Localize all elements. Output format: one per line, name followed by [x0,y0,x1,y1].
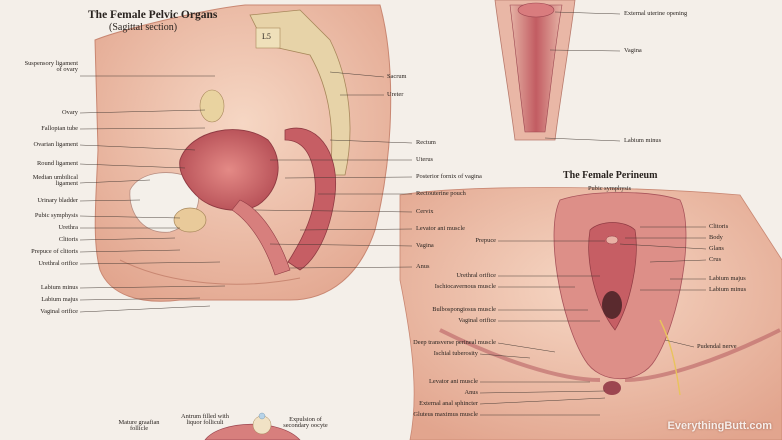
leader-vag-1 [549,49,621,52]
label-urinary-bladder: Urinary bladder [37,197,78,204]
leader-per-left-6 [479,353,531,359]
leader-sag-right-0 [329,71,385,78]
label-fallopian-tube: Fallopian tube [41,125,78,132]
label-urethral-orifice: Urethral orifice [38,260,78,267]
label-round-ligament: Round ligament [36,160,78,167]
label-anus: Anus [416,263,430,270]
leader-sag-left-3 [79,144,196,151]
label-crus: Crus [709,256,722,263]
leader-per-right-6 [664,339,695,348]
label-expulsion-oocyte: Expulsion of secondary oocyte [283,416,328,430]
leader-lines [79,11,707,416]
label-mature-graafian-follicle: Mature graafian follicle [118,419,160,433]
leader-sag-left-13 [79,297,201,301]
sagittal-illustration [94,4,392,302]
label-anus-perineum: Anus [464,389,479,396]
leader-sag-left-11 [79,261,221,265]
label-vaginal-orifice: Vaginal orifice [40,308,78,315]
label-cervix: Cervix [416,208,434,215]
label-labium-minus: Labium minus [40,284,78,291]
label-levator-ani-perineum: Levator ani muscle [429,378,478,385]
watermark: EverythingButt.com [667,420,772,432]
label-ovarian-ligament: Ovarian ligament [33,141,78,148]
leader-sag-left-2 [79,127,206,130]
leader-sag-left-6 [79,199,141,202]
leader-vag-0 [554,11,621,15]
label-labium-majus-perineum: Labium majus [709,275,746,282]
label-posterior-fornix: Posterior fornix of vagina [416,173,482,180]
label-vagina-section: Vagina [624,47,642,54]
leader-sag-left-7 [79,215,181,219]
label-vagina: Vagina [416,242,434,249]
label-prepuce-of-clitoris: Prepuce of clitoris [31,248,78,255]
leader-sag-left-14 [79,305,211,313]
leader-sag-right-7 [299,228,413,231]
label-rectouterine-pouch: Rectouterine pouch [416,190,466,197]
label-labium-majus: Labium majus [41,296,78,303]
label-uterus: Uterus [416,156,434,163]
label-prepuce: Prepuce [475,237,496,244]
label-pubic-symphysis: Pubic symphysis [34,212,78,219]
label-urethral-orifice-perineum: Urethral orifice [456,272,496,279]
leader-per-right-3 [649,259,707,263]
sagittal-title: The Female Pelvic Organs [88,9,218,21]
label-clitoris-perineum: Clitoris [709,223,729,230]
label-sacrum: Sacrum [387,73,407,80]
leader-sag-right-4 [284,176,413,179]
leader-per-left-8 [479,390,606,394]
leader-per-left-9 [479,397,606,405]
label-urethra: Urethra [58,224,78,231]
label-ureter: Ureter [387,91,404,98]
sagittal-subtitle: (Sagittal section) [109,22,178,33]
label-suspensory-ligament: Suspensory ligament of ovary [24,60,78,74]
label-ischiocavernous: Ischiocavernous muscle [434,283,496,290]
label-body: Body [709,234,723,241]
leader-sag-left-10 [79,249,181,253]
label-clitoris: Clitoris [58,236,78,243]
perineum-illustration [399,187,782,440]
leader-per-left-5 [497,342,556,353]
leader-per-right-2 [619,243,707,250]
label-ischial-tuberosity: Ischial tuberosity [433,350,478,357]
label-external-anal-sphincter: External anal sphincter [419,400,478,407]
leader-sag-left-4 [79,163,186,169]
label-external-uterine-opening: External uterine opening [624,10,688,17]
leader-sag-right-6 [254,209,413,213]
label-labium-minus-section: Labium minus [624,137,662,144]
leader-sag-left-9 [79,237,176,241]
label-vaginal-orifice-perineum: Vaginal orifice [458,317,496,324]
label-gluteus-maximus: Gluteus maximus muscle [413,411,478,418]
label-ovary: Ovary [62,109,78,116]
label-median-umbilical-ligament: Median umbilical ligament [32,174,78,188]
vaginal-section-illustration [494,0,576,141]
label-labium-minus-perineum: Labium minus [709,286,747,293]
label-pubic-symphysis-perineum: Pubic symphysis [588,185,632,192]
label-antrum: Antrum filled with liquor folliculi [181,413,229,427]
leader-sag-right-2 [329,139,413,144]
leader-sag-left-1 [79,109,206,114]
leader-vag-2 [544,137,621,142]
leader-sag-left-12 [79,285,226,289]
label-levator-ani: Levator ani muscle [416,225,465,232]
vertebra-label: L5 [262,32,271,41]
perineum-title: The Female Perineum [563,170,658,181]
label-deep-transverse-perineal: Deep transverse perineal muscle [413,339,496,346]
leader-sag-right-9 [289,266,413,269]
label-pudendal-nerve: Pudendal nerve [697,343,737,350]
label-bulbospongiosus: Bulbospongiosus muscle [432,306,496,313]
label-rectum: Rectum [416,139,436,146]
leader-sag-left-5 [79,179,151,184]
ovary-detail-illustration [204,412,301,440]
label-glans: Glans [709,245,724,252]
leader-sag-right-8 [269,243,413,247]
